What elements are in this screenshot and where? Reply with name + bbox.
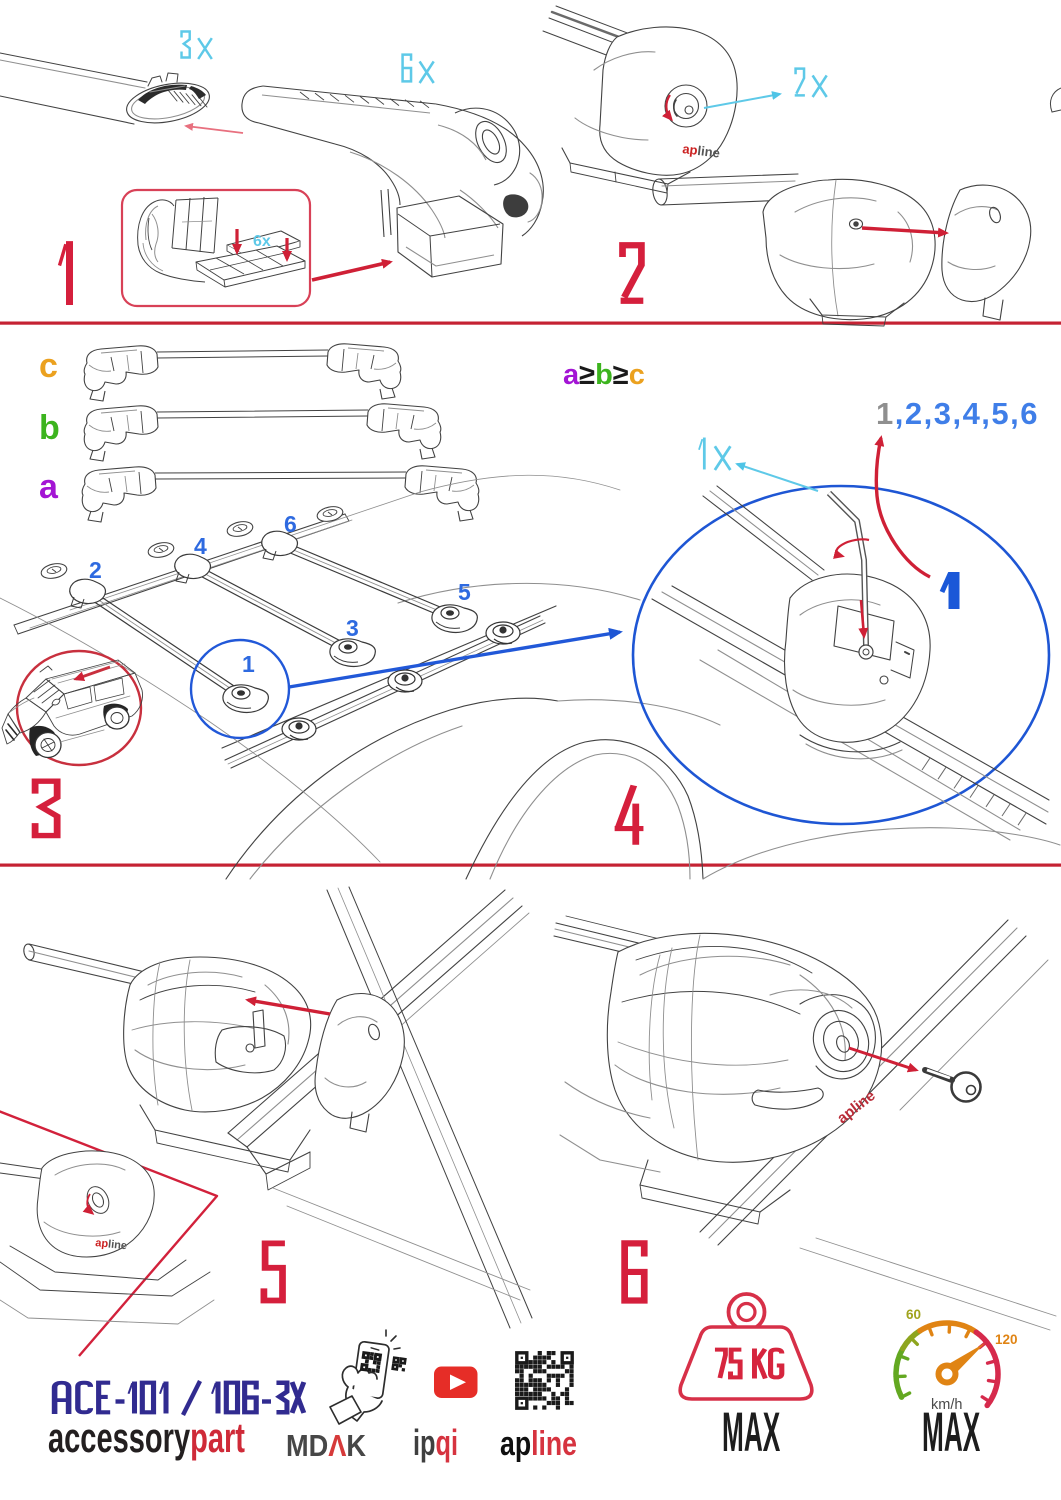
svg-text:3: 3: [346, 615, 359, 641]
svg-text:b: b: [39, 409, 60, 447]
svg-text:1: 1: [242, 651, 255, 677]
svg-text:c: c: [39, 347, 58, 385]
svg-text:apline: apline: [682, 141, 721, 160]
svg-text:6: 6: [284, 511, 297, 537]
svg-text:120: 120: [995, 1332, 1018, 1347]
svg-text:apline: apline: [95, 1237, 128, 1252]
svg-text:60: 60: [906, 1307, 921, 1322]
svg-text:MAX: MAX: [922, 1402, 980, 1463]
svg-text:accessorypart: accessorypart: [48, 1414, 245, 1461]
svg-text:2: 2: [89, 557, 102, 583]
svg-text:ipqi: ipqi: [413, 1422, 458, 1463]
svg-text:6x: 6x: [253, 233, 271, 250]
svg-text:a≥b≥c: a≥b≥c: [563, 359, 645, 391]
svg-text:km/h: km/h: [931, 1397, 962, 1413]
svg-text:a: a: [39, 468, 59, 506]
svg-text:4: 4: [194, 533, 207, 559]
svg-text:MDΛK: MDΛK: [286, 1428, 367, 1463]
svg-text:MAX: MAX: [722, 1402, 780, 1463]
svg-text:apline: apline: [500, 1425, 577, 1463]
svg-text:1,2,3,4,5,6: 1,2,3,4,5,6: [876, 396, 1039, 431]
svg-text:5: 5: [458, 579, 471, 605]
